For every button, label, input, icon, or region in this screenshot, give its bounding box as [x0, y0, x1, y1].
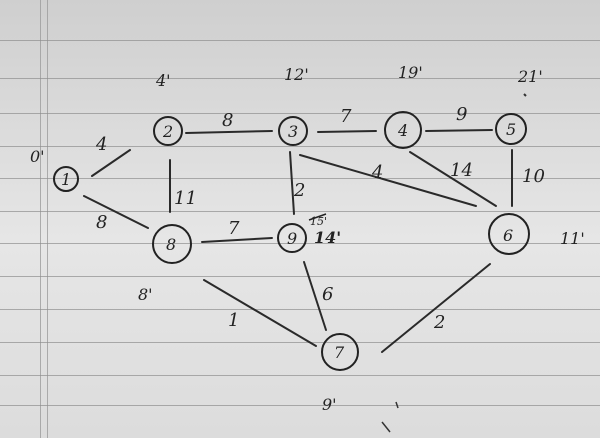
strikethrough-mark — [308, 213, 327, 221]
node-1-label: 1 — [61, 170, 71, 189]
weight-8-7: 1 — [228, 310, 239, 331]
ruled-line — [0, 146, 600, 147]
time-node-8: 8' — [138, 285, 153, 304]
weight-1-2: 4 — [95, 134, 107, 155]
edge-9-7 — [303, 261, 327, 331]
node-2-label: 2 — [162, 122, 173, 141]
weight-4-6: 14 — [450, 160, 473, 181]
edges — [83, 129, 513, 353]
ruled-line — [0, 309, 600, 310]
edge-4-6 — [409, 151, 497, 207]
node-4: 4 — [384, 111, 422, 149]
weight-6-7: 2 — [433, 312, 445, 333]
margin-line — [47, 0, 48, 438]
node-3-label: 3 — [288, 122, 298, 141]
time-node-9: 14' — [314, 228, 341, 247]
node-6: 6 — [488, 213, 530, 255]
weight-2-8: 11 — [174, 188, 197, 209]
node-8-label: 8 — [166, 235, 176, 254]
weight-2-3: 8 — [222, 110, 233, 131]
weight-8-9: 7 — [228, 218, 240, 239]
stray-marks — [381, 93, 527, 433]
ruled-line — [0, 405, 600, 406]
weight-9-7: 6 — [322, 284, 333, 305]
node-8: 8 — [152, 224, 192, 264]
ruled-line — [0, 375, 600, 376]
time-node-3: 12' — [284, 65, 309, 84]
node-9: 9 — [277, 223, 307, 253]
weight-3-6: 4 — [371, 162, 383, 183]
node-2: 2 — [153, 116, 183, 146]
weight-5-6: 10 — [522, 166, 545, 187]
ruled-line — [0, 211, 600, 212]
node-5-label: 5 — [506, 120, 516, 139]
edge-3-6 — [299, 154, 477, 207]
edge-weights: 4 8 8 11 7 2 4 9 14 10 7 1 6 2 — [95, 104, 545, 333]
ruled-line — [0, 243, 600, 244]
edge-1-2 — [91, 149, 131, 177]
ruled-line — [0, 342, 600, 343]
edge-8-9 — [201, 237, 273, 243]
margin-line — [40, 0, 41, 438]
time-node-6: 11' — [560, 229, 585, 248]
edge-3-9 — [289, 151, 295, 215]
ruled-line — [0, 78, 600, 79]
node-6-label: 6 — [503, 226, 513, 245]
edge-4-5 — [425, 129, 493, 132]
pencil-dot — [523, 93, 527, 97]
time-node-1: 0' — [30, 147, 45, 166]
ruled-line — [0, 40, 600, 41]
edge-1-8 — [83, 195, 149, 229]
node-4-label: 4 — [397, 121, 408, 140]
node-9-label: 9 — [287, 229, 297, 248]
time-node-4: 19' — [398, 63, 423, 82]
pencil-dash — [381, 421, 391, 433]
node-5: 5 — [495, 113, 527, 145]
time-node-2: 4' — [155, 71, 171, 90]
edge-2-3 — [185, 130, 273, 134]
ruled-line — [0, 276, 600, 277]
node-7: 7 — [321, 333, 359, 371]
time-node-5: 21' — [517, 67, 543, 86]
pencil-dash — [395, 401, 399, 409]
node-1: 1 — [53, 166, 79, 192]
time-annotations: 0' 4' 12' 19' 21' 11' 9' 8' 15' 14' — [30, 63, 585, 414]
weight-1-8: 8 — [96, 212, 107, 233]
ruled-line — [0, 178, 600, 179]
node-3: 3 — [278, 116, 308, 146]
node-7-label: 7 — [334, 343, 345, 362]
weight-4-5: 9 — [456, 104, 467, 125]
edge-6-7 — [381, 263, 491, 353]
edge-8-7 — [203, 279, 317, 347]
edge-3-4 — [317, 130, 377, 133]
time-node-7: 9' — [322, 395, 337, 414]
weight-3-9: 2 — [293, 180, 305, 201]
ruled-line — [0, 113, 600, 114]
weight-3-4: 7 — [340, 106, 352, 127]
